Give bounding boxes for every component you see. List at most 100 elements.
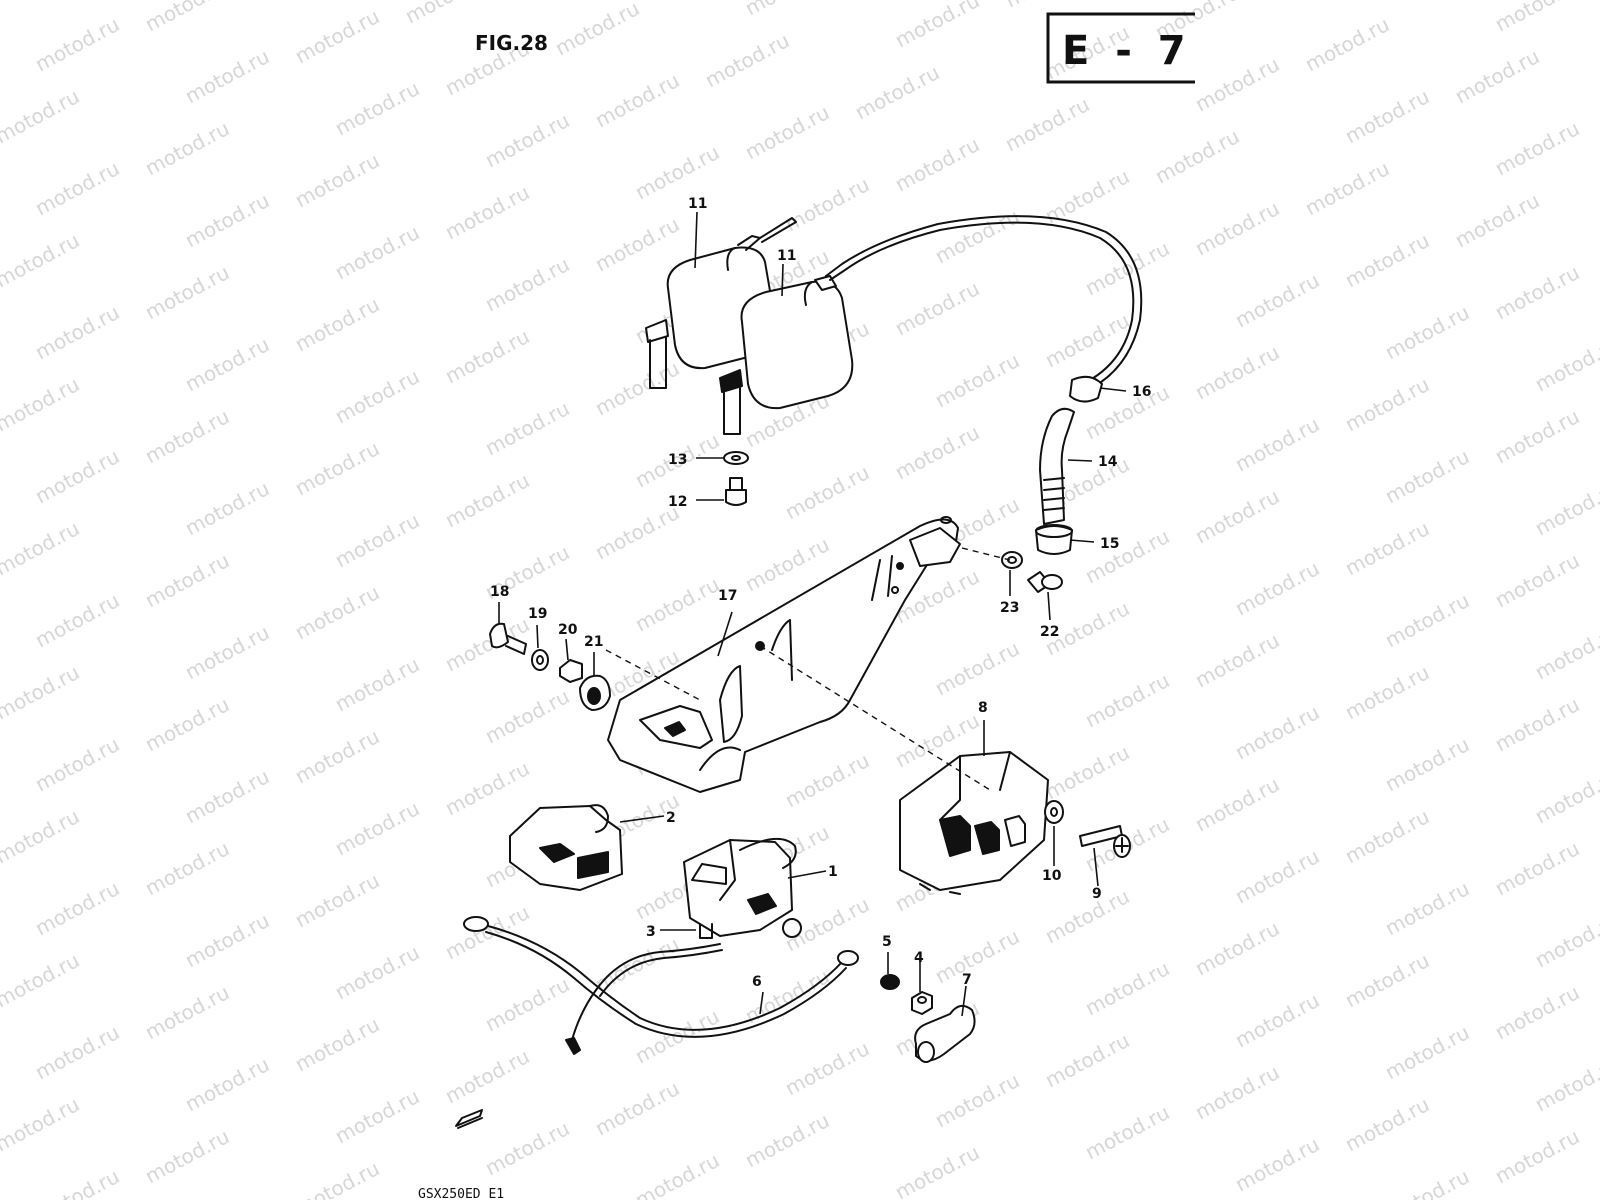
watermark-text: motod.ru — [441, 180, 533, 244]
watermark-text: motod.ru — [931, 924, 1023, 988]
washer-19 — [531, 649, 549, 671]
watermark-text: motod.ru — [141, 0, 233, 36]
watermark-text: motod.ru — [1231, 700, 1323, 764]
watermark-text: motod.ru — [741, 0, 833, 20]
watermark-text: motod.ru — [591, 68, 683, 132]
watermark-text: motod.ru — [331, 76, 423, 140]
watermark-text: motod.ru — [481, 972, 573, 1036]
screw-9 — [1079, 825, 1131, 858]
watermark-text: motod.ru — [1041, 1028, 1133, 1092]
watermark-text: motod.ru — [291, 4, 383, 68]
watermark-text: motod.ru — [891, 276, 983, 340]
watermark-text: motod.ru — [1191, 196, 1283, 260]
watermark-text: motod.ru — [1381, 732, 1473, 796]
watermark-text: motod.ru — [1491, 116, 1583, 180]
watermark-text: motod.ru — [181, 1052, 273, 1116]
watermark-text: motod.ru — [291, 580, 383, 644]
part-label-19: 19 — [528, 606, 547, 622]
watermark-text: motod.ru — [441, 1044, 533, 1108]
watermark-text: motod.ru — [31, 1020, 123, 1084]
watermark-text: motod.ru — [931, 636, 1023, 700]
watermark-text: motod.ru — [141, 116, 233, 180]
watermark-text: motod.ru — [1231, 988, 1323, 1052]
watermark-text: motod.ru — [1381, 1020, 1473, 1084]
part-label-11a: 11 — [688, 196, 707, 212]
model-code: GSX250ED E1 — [418, 1187, 504, 1200]
watermark-text: motod.ru — [1191, 52, 1283, 116]
watermark-text: motod.ru — [1491, 0, 1583, 36]
washer-10 — [1044, 800, 1064, 824]
ignition-coil-front — [719, 215, 1143, 435]
watermark-text: motod.ru — [1191, 772, 1283, 836]
watermark-text: motod.ru — [1041, 884, 1133, 948]
leader-lines — [498, 211, 1127, 1017]
watermark-text: motod.ru — [931, 204, 1023, 268]
watermark-text: motod.ru — [1191, 916, 1283, 980]
watermark-text: motod.ru — [1531, 332, 1600, 396]
watermark-text: motod.ru — [481, 1116, 573, 1180]
watermark-text: motod.ru — [1531, 764, 1600, 828]
watermark-text: motod.ru — [1341, 660, 1433, 724]
watermark-text: motod.ru — [0, 804, 83, 868]
watermark-text: motod.ru — [1081, 1100, 1173, 1164]
watermark-text: motod.ru — [441, 324, 533, 388]
watermark-text: motod.ru — [31, 300, 123, 364]
part-label-8: 8 — [978, 700, 988, 716]
watermark-text: motod.ru — [591, 212, 683, 276]
front-arrow-icon — [455, 1109, 483, 1129]
watermark-text: motod.ru — [1191, 484, 1283, 548]
grommet-21 — [579, 674, 611, 711]
starter-relay-1 — [683, 838, 802, 939]
watermark-text: motod.ru — [141, 980, 233, 1044]
watermark-text: motod.ru — [291, 148, 383, 212]
nut-5 — [880, 974, 900, 990]
watermark-text: motod.ru — [701, 28, 793, 92]
battery-cable-6 — [463, 916, 859, 1055]
watermark-text: motod.ru — [31, 876, 123, 940]
watermark-text: motod.ru — [1301, 156, 1393, 220]
watermark-text: motod.ru — [781, 172, 873, 236]
watermark-text: motod.ru — [1491, 548, 1583, 612]
watermark-text: motod.ru — [291, 1156, 383, 1200]
watermark-text: motod.ru — [291, 436, 383, 500]
watermark-text: motod.ru — [181, 764, 273, 828]
nut-4 — [911, 991, 933, 1015]
part-label-5: 5 — [882, 934, 892, 950]
watermark-text: motod.ru — [1451, 44, 1543, 108]
watermark-text: motod.ru — [1041, 740, 1133, 804]
watermark-text: motod.ru — [481, 684, 573, 748]
part-label-1: 1 — [828, 864, 838, 880]
watermark-text: motod.ru — [141, 404, 233, 468]
watermark-text: motod.ru — [1301, 12, 1393, 76]
part-label-11b: 11 — [777, 248, 796, 264]
plug-cap-16 — [1069, 375, 1103, 403]
watermark-text: motod.ru — [31, 444, 123, 508]
watermark-text: motod.ru — [181, 44, 273, 108]
watermark-text: motod.ru — [631, 572, 723, 636]
part-label-10: 10 — [1042, 868, 1062, 884]
part-label-4: 4 — [914, 950, 924, 966]
watermark-text: motod.ru — [441, 468, 533, 532]
watermark-text: motod.ru — [631, 1148, 723, 1200]
watermark-text: motod.ru — [181, 908, 273, 972]
watermark-text: motod.ru — [1231, 412, 1323, 476]
watermark-text: motod.ru — [781, 1036, 873, 1100]
watermark-text: motod.ru — [291, 1012, 383, 1076]
watermark-text: motod.ru — [331, 220, 423, 284]
watermark-text: motod.ru — [1231, 1132, 1323, 1196]
watermark-text: motod.ru — [0, 516, 83, 580]
watermark-text: motod.ru — [1491, 260, 1583, 324]
watermark-text: motod.ru — [141, 836, 233, 900]
watermark-text: motod.ru — [31, 588, 123, 652]
watermark-text: motod.ru — [1381, 444, 1473, 508]
watermark-text: motod.ru — [481, 252, 573, 316]
watermark-text: motod.ru — [441, 756, 533, 820]
watermark-text: motod.ru — [931, 348, 1023, 412]
watermark-text: motod.ru — [0, 84, 83, 148]
watermark-text: motod.ru — [851, 60, 943, 124]
watermark-text: motod.ru — [1491, 1124, 1583, 1188]
watermark-text: motod.ru — [331, 796, 423, 860]
watermark-text: motod.ru — [0, 0, 83, 4]
watermark-text: motod.ru — [0, 372, 83, 436]
